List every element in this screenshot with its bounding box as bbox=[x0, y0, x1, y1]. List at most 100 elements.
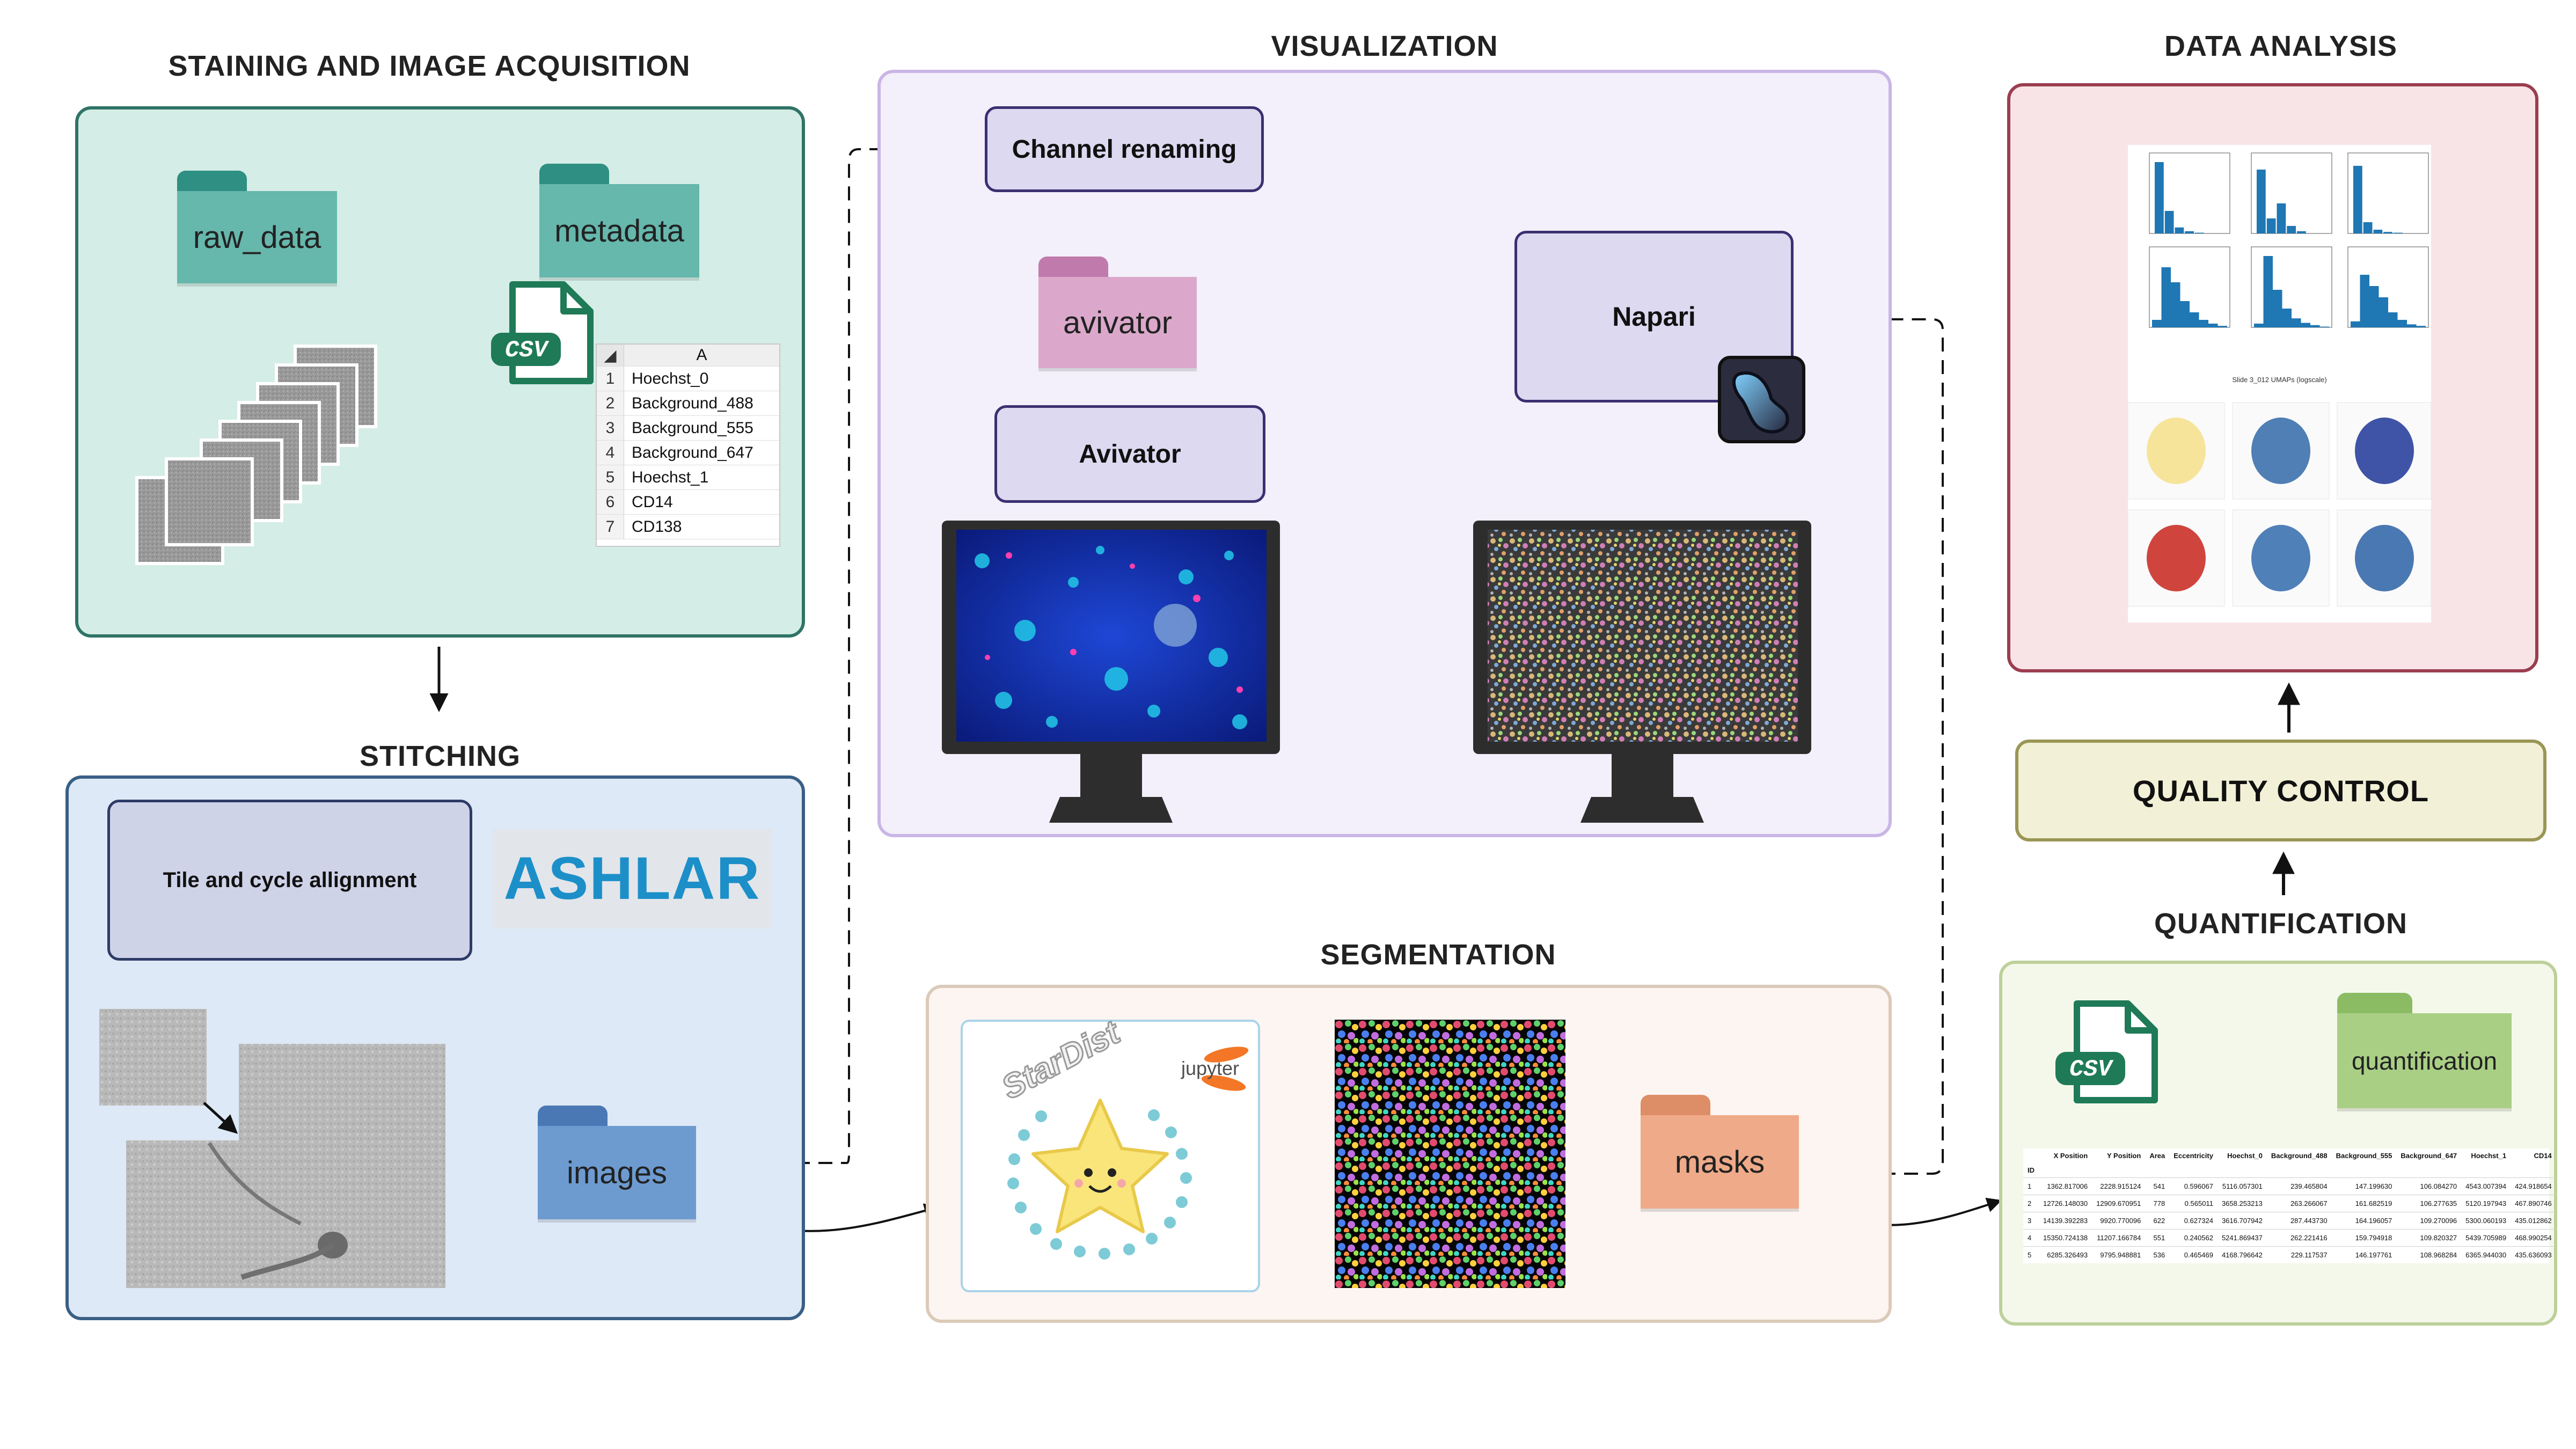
histogram-panel bbox=[2149, 152, 2429, 328]
table-cell: 0.240562 bbox=[2169, 1229, 2218, 1247]
table-cell: 239.465804 bbox=[2266, 1177, 2332, 1195]
quantification-table: X Position Y Position Area Eccentricity … bbox=[2023, 1148, 2556, 1263]
masks-folder[interactable]: masks bbox=[1641, 1095, 1799, 1209]
column-header: Y Position bbox=[2106, 1152, 2141, 1160]
ashlar-logo-text: ASHLAR bbox=[503, 845, 761, 912]
table-cell: 229.117537 bbox=[2266, 1246, 2332, 1263]
table-cell: 263.266067 bbox=[2266, 1195, 2332, 1212]
table-cell: 15350.724138 bbox=[2039, 1229, 2092, 1247]
table-cell: 4543.007394 bbox=[2461, 1177, 2511, 1195]
section-title-stitching: STITCHING bbox=[360, 740, 521, 772]
table-cell: 106.084270 bbox=[2396, 1177, 2462, 1195]
metadata-folder-label: metadata bbox=[539, 184, 699, 277]
sheet-cell: Hoechst_1 bbox=[632, 468, 709, 486]
density-bar bbox=[2379, 297, 2388, 327]
avivator-folder[interactable]: avivator bbox=[1038, 257, 1197, 368]
table-cell: 0.465469 bbox=[2169, 1246, 2218, 1263]
density-bar bbox=[2218, 326, 2227, 327]
column-header: Background_647 bbox=[2401, 1152, 2457, 1160]
table-cell: 147.199630 bbox=[2331, 1177, 2397, 1195]
histogram-bar bbox=[2297, 231, 2306, 233]
density-bar bbox=[2208, 324, 2218, 327]
table-row-id: 2 bbox=[2023, 1195, 2039, 1212]
table-cell: 262.221416 bbox=[2266, 1229, 2332, 1247]
table-cell: 159.794918 bbox=[2331, 1229, 2397, 1247]
umap-grid bbox=[2128, 402, 2431, 607]
table-cell: 5116.057301 bbox=[2217, 1177, 2267, 1195]
table-header-row: X Position Y Position Area Eccentricity … bbox=[2023, 1148, 2556, 1163]
quantification-folder-label: quantification bbox=[2337, 1013, 2512, 1108]
density-bar bbox=[2310, 325, 2320, 327]
histogram-bar bbox=[2373, 230, 2383, 233]
column-header: Hoechst_1 bbox=[2471, 1152, 2507, 1160]
ashlar-logo bbox=[493, 829, 772, 928]
density-bar bbox=[2351, 321, 2360, 327]
table-cell: 536 bbox=[2145, 1246, 2170, 1263]
table-cell: 11207.166784 bbox=[2092, 1229, 2146, 1247]
quantification-folder[interactable]: quantification bbox=[2337, 993, 2512, 1108]
density-bar bbox=[2152, 320, 2162, 327]
table-cell: 109.270096 bbox=[2396, 1212, 2462, 1230]
density-bar bbox=[2397, 320, 2407, 327]
table-row-id: 4 bbox=[2023, 1229, 2039, 1247]
csv-file-icon bbox=[491, 281, 594, 384]
density-bar bbox=[2369, 286, 2379, 327]
avivator-folder-label: avivator bbox=[1038, 277, 1197, 368]
histogram-bar bbox=[2266, 218, 2276, 233]
table-cell: 622 bbox=[2145, 1212, 2170, 1230]
table-row-id: 5 bbox=[2023, 1246, 2039, 1263]
histogram-bar bbox=[2257, 170, 2266, 233]
table-cell: 6365.944030 bbox=[2461, 1246, 2511, 1263]
table-cell: 9795.948881 bbox=[2092, 1246, 2146, 1263]
quality-control-box[interactable]: QUALITY CONTROL bbox=[2015, 740, 2546, 841]
sheet-cell: Hoechst_0 bbox=[632, 369, 709, 387]
table-cell: 467.890746 bbox=[2511, 1195, 2556, 1212]
table-cell: 5439.705989 bbox=[2461, 1229, 2511, 1247]
histogram-bar bbox=[2363, 222, 2373, 233]
density-bar bbox=[2254, 324, 2264, 327]
table-cell: 5300.060193 bbox=[2461, 1212, 2511, 1230]
masks-folder-label: masks bbox=[1641, 1115, 1799, 1209]
raw-data-folder[interactable]: raw_data bbox=[177, 171, 337, 283]
metadata-folder[interactable]: metadata bbox=[539, 164, 699, 277]
table-cell: 778 bbox=[2145, 1195, 2170, 1212]
table-cell: 468.990254 bbox=[2511, 1229, 2556, 1247]
column-header: Eccentricity bbox=[2174, 1152, 2213, 1160]
table-cell: 3658.253213 bbox=[2217, 1195, 2267, 1212]
table-cell: 551 bbox=[2145, 1229, 2170, 1247]
table-cell: 164.196057 bbox=[2331, 1212, 2397, 1230]
table-cell: 541 bbox=[2145, 1177, 2170, 1195]
histogram-bar bbox=[2383, 232, 2392, 233]
sheet-cell: CD138 bbox=[632, 517, 682, 536]
column-header: X Position bbox=[2053, 1152, 2088, 1160]
sheet-row-number: 7 bbox=[597, 515, 624, 539]
table-cell: 146.197761 bbox=[2331, 1246, 2397, 1263]
density-bar bbox=[2360, 275, 2369, 327]
histogram-bar bbox=[2277, 203, 2286, 233]
table-cell: 12726.148030 bbox=[2039, 1195, 2092, 1212]
tile-cycle-alignment-box[interactable]: Tile and cycle allignment bbox=[107, 800, 472, 961]
analysis-histograms bbox=[2149, 152, 2429, 328]
column-header: Background_488 bbox=[2271, 1152, 2328, 1160]
sheet-cell: Background_647 bbox=[632, 443, 753, 462]
table-row-id: 1 bbox=[2023, 1177, 2039, 1195]
histogram-bar bbox=[2353, 166, 2362, 233]
quantification-csv-icon bbox=[2055, 1000, 2158, 1103]
avivator-monitor bbox=[942, 521, 1280, 823]
table-cell: 287.443730 bbox=[2266, 1212, 2332, 1230]
raw-data-folder-label: raw_data bbox=[177, 191, 337, 283]
csv-label: CSV bbox=[504, 337, 548, 364]
table-cell: 6285.326493 bbox=[2039, 1246, 2092, 1263]
density-bar bbox=[2407, 324, 2417, 327]
images-folder[interactable]: images bbox=[538, 1106, 696, 1219]
channel-renaming-box[interactable]: Channel renaming bbox=[985, 106, 1264, 192]
sheet-column-header: A bbox=[696, 346, 707, 364]
density-bar bbox=[2180, 301, 2190, 327]
avivator-tool-box[interactable]: Avivator bbox=[994, 405, 1265, 503]
jupyter-logo-text: jupyter bbox=[1181, 1057, 1240, 1079]
arrow-masks-to-napari bbox=[1797, 312, 1944, 1175]
table-cell: 2228.915124 bbox=[2092, 1177, 2146, 1195]
table-cell: 424.918654 bbox=[2511, 1177, 2556, 1195]
